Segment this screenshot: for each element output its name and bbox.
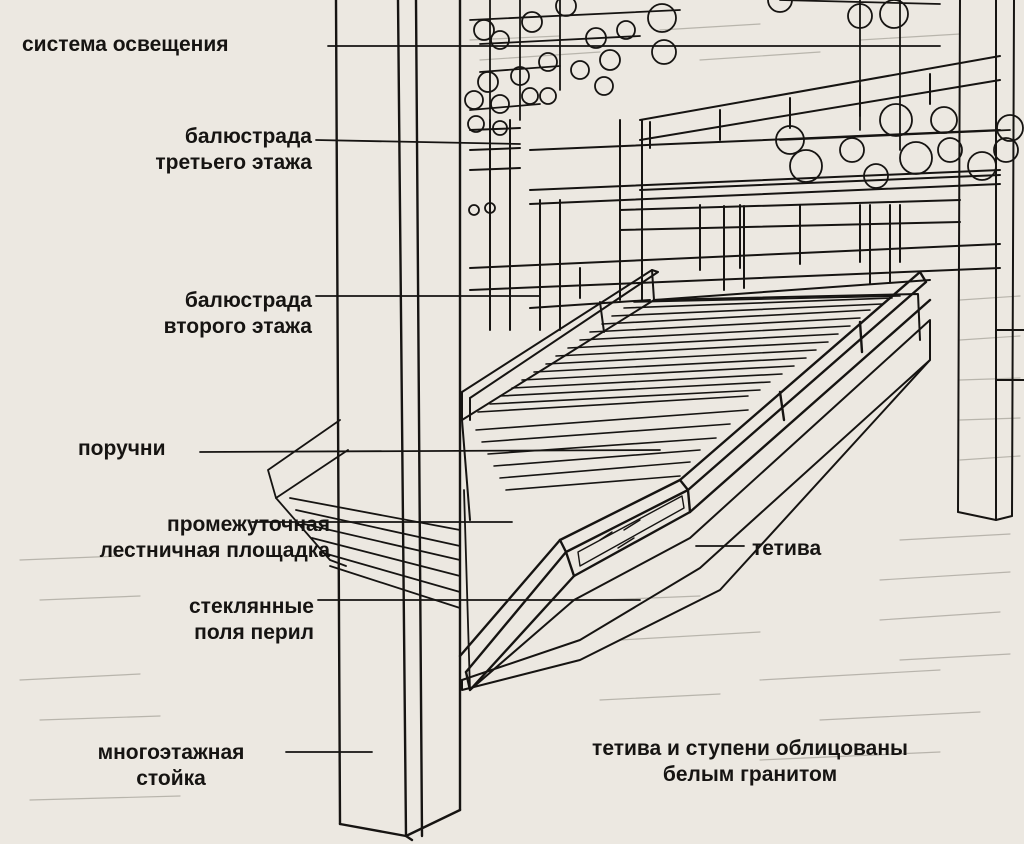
label-granite-note-line1: тетива и ступени облицованы [592,737,908,760]
leader-handrails [199,449,661,453]
label-granite-note: тетива и ступени облицованы белым гранит… [520,736,980,788]
label-stringer-text: тетива [752,537,822,560]
leader-lines [199,45,941,753]
right-column [957,0,1024,521]
upper-slab-second-floor [469,199,1001,309]
label-glass-panels-line2: поля перил [194,621,314,644]
label-handrails-text: поручни [78,437,166,460]
label-granite-note-line2: белым гранитом [662,763,838,786]
label-second-floor-balustrade: балюстрада второго этажа [164,288,312,340]
label-third-floor-balustrade: балюстрада третьего этажа [155,124,312,176]
staircase-upper-flight [461,279,931,521]
label-handrails: поручни [78,436,166,462]
background-hatching [19,23,1021,801]
staircase-lower-flight [267,419,471,691]
label-third-floor-balustrade-line1: балюстрада [184,125,312,148]
glass-panel [577,495,685,567]
leader-third-balustrade [315,139,521,145]
label-glass-panels-line1: стеклянные [189,595,314,618]
label-intermediate-landing-line2: лестничная площадка [99,539,330,562]
label-multistory-column-line1: многоэтажная [97,741,245,764]
handrail-far [461,269,659,421]
label-glass-panels: стеклянные поля перил [189,594,314,646]
label-intermediate-landing-line1: промежуточная [167,513,330,536]
label-second-floor-balustrade-line2: второго этажа [163,315,312,338]
label-multistory-column-line2: стойка [136,767,206,790]
label-lighting-system: система освещения [22,32,229,58]
pendant-lights [464,0,1024,221]
multistory-column [334,0,462,842]
label-multistory-column: многоэтажная стойка [60,740,282,792]
third-floor-railing [469,73,931,171]
steps [475,295,901,491]
stringer [461,319,931,691]
handrail-near [458,270,932,692]
label-stringer: тетива [752,536,821,562]
label-intermediate-landing: промежуточная лестничная площадка [100,512,330,564]
label-third-floor-balustrade-line2: третьего этажа [155,151,312,174]
label-lighting-system-text: система освещения [22,33,229,56]
label-second-floor-balustrade-line1: балюстрада [184,289,312,312]
